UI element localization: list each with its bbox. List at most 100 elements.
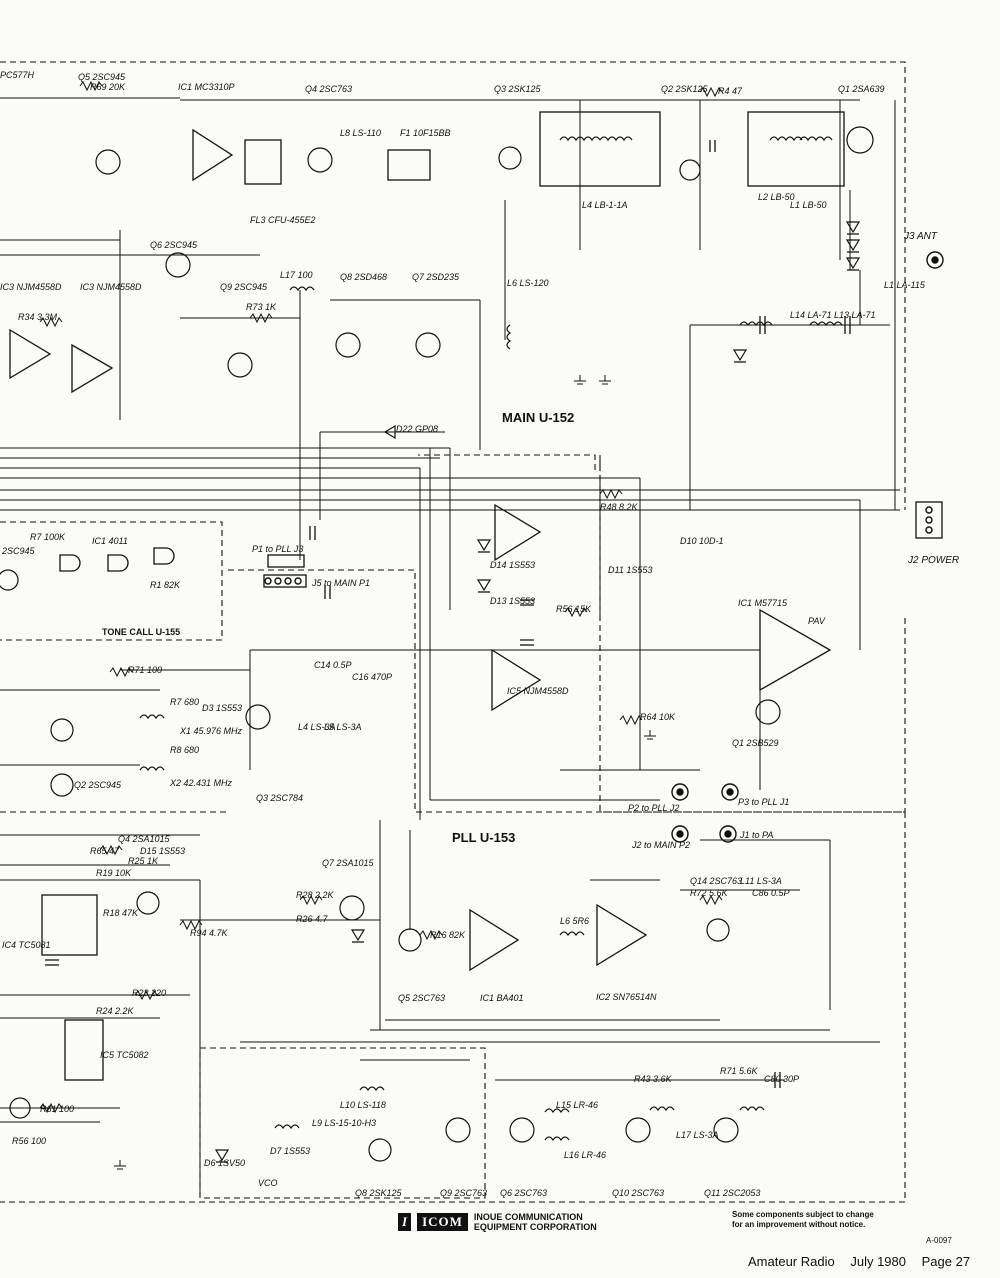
j3-ant-jack: [926, 251, 944, 269]
component-label: L6 5R6: [560, 916, 590, 926]
component-label: IC1 4011: [92, 536, 128, 546]
component-label: L5 LS-3A: [324, 722, 362, 732]
j5-label: J5 to MAIN P1: [312, 578, 371, 588]
tone-section-title: TONE CALL U-155: [102, 627, 181, 637]
component-label: IC4 TC5081: [2, 940, 51, 950]
component-label: R56 100: [12, 1136, 47, 1146]
component-label: R94 4.7K: [190, 928, 228, 938]
component-label: Q8 2SK125: [355, 1188, 402, 1198]
j2-power-label: J2 POWER: [908, 555, 960, 566]
j5-header: [263, 574, 307, 588]
ic-tc5081: [41, 894, 98, 956]
component-label: L2 LB-50: [758, 192, 795, 202]
component-label: L1 LA-115: [884, 280, 925, 290]
component-label: Q6 2SC945: [150, 240, 198, 250]
component-label: IC3 NJM4558D: [0, 282, 62, 292]
component-label: L9 LS-15-10-H3: [312, 1118, 377, 1128]
j1-pa-jack: [719, 825, 737, 843]
component-label: IC3 NJM4558D: [80, 282, 142, 292]
component-label: Q4 2SA1015: [118, 834, 170, 844]
component-label: Q3 2SK125: [494, 84, 541, 94]
component-label: Q3 2SC784: [256, 793, 304, 803]
component-label: R8 680: [170, 745, 200, 755]
component-label: R25 1K: [128, 856, 159, 866]
gate-2: [107, 554, 129, 572]
page-footer: Amateur Radio July 1980 Page 27: [748, 1254, 982, 1269]
component-label: Q8 2SD468: [340, 272, 388, 282]
opamp-ic1: [192, 128, 234, 182]
component-label: L4 LB-1-1A: [582, 200, 628, 210]
component-label: R1 82K: [150, 580, 181, 590]
p2-jack: [671, 783, 689, 801]
component-label: R73 1K: [246, 302, 277, 312]
component-label: L17 LS-3A: [676, 1130, 719, 1140]
component-label: R64 10K: [640, 712, 676, 722]
component-label: L13 LA-71: [834, 310, 876, 320]
component-label: R61 100: [40, 1104, 75, 1114]
component-label: R72 5.6K: [690, 888, 728, 898]
component-label: L15 LR-46: [556, 1100, 599, 1110]
component-label: R23 220: [132, 988, 167, 998]
note-line-2: for an improvement without notice.: [732, 1220, 866, 1229]
company-line-1: INOUE COMMUNICATION: [473, 1212, 583, 1222]
component-label: C16 470P: [352, 672, 393, 682]
main-section-title: MAIN U-152: [502, 410, 575, 425]
component-label: Q11 2SC2053: [704, 1188, 761, 1198]
component-label: R24 2.2K: [96, 1006, 134, 1016]
component-label: IC1 MC3310P: [178, 82, 235, 92]
component-label: R7 680: [170, 697, 200, 707]
component-label: R48 8.2K: [600, 502, 638, 512]
vco-section-title: VCO: [258, 1178, 278, 1188]
gate-3: [153, 547, 175, 565]
note-line-1: Some components subject to change: [732, 1210, 874, 1219]
component-label: Q6 2SC763: [500, 1188, 548, 1198]
component-label: Q9 2SC945: [220, 282, 268, 292]
pll-module-border: [0, 811, 906, 1203]
component-label: Q7 2SD235: [412, 272, 460, 282]
component-label: FL3 CFU-455E2: [250, 215, 316, 225]
component-label: Q7 2SA1015: [322, 858, 374, 868]
component-label: IC1 M57715: [738, 598, 788, 608]
component-label: D7 1S553: [270, 1146, 311, 1156]
component-label: R56 15K: [556, 604, 592, 614]
component-label: R34 3.3M: [18, 312, 58, 322]
issue-date: July 1980: [850, 1254, 906, 1269]
component-label: F1 10F15BB: [400, 128, 451, 138]
component-label: IC1 BA401: [480, 993, 524, 1003]
component-label: Q5 2SC763: [398, 993, 446, 1003]
p3-jack: [721, 783, 739, 801]
component-label: L4 LS-3A: [298, 722, 336, 732]
component-label: Q2 2SK125: [661, 84, 708, 94]
component-label: R71 5.6K: [720, 1066, 758, 1076]
component-label: D14 1S553: [490, 560, 536, 570]
j3-ant-label: J3 ANT: [904, 231, 937, 242]
ic-mc3310p: [244, 139, 282, 185]
component-label: Q1 2SB529: [732, 738, 779, 748]
opamp-ba401: [469, 908, 520, 972]
component-label: D13 1S553: [490, 596, 536, 606]
component-label: 2SC945: [2, 546, 35, 556]
l2-can: [747, 111, 845, 187]
magazine-name: Amateur Radio: [748, 1254, 835, 1269]
component-label: L11 LS-3A: [740, 876, 782, 886]
component-label: IC5 TC5082: [100, 1050, 149, 1060]
component-label: L17 100: [280, 270, 313, 280]
component-label: D15 1S553: [140, 846, 186, 856]
component-label: R19 10K: [96, 868, 132, 878]
pll-section-title: PLL U-153: [452, 830, 516, 845]
component-label: C14 0.5P: [314, 660, 352, 670]
pa-m57715: [759, 608, 832, 692]
component-label: D3 1S553: [202, 703, 243, 713]
change-note: Some components subject to change for an…: [732, 1210, 874, 1230]
component-label: Q2 2SC945: [74, 780, 122, 790]
company-name: INOUE COMMUNICATION EQUIPMENT CORPORATIO…: [474, 1212, 597, 1232]
component-label: R7 100K: [30, 532, 66, 542]
component-label: R4 47: [718, 86, 743, 96]
component-label: IC5 NJM4558D: [507, 686, 569, 696]
j2-main-label: J2 to MAIN P2: [632, 840, 691, 850]
filter-f1: [387, 149, 431, 181]
j5-block-border: [228, 569, 905, 813]
page-number: Page 27: [921, 1254, 971, 1269]
